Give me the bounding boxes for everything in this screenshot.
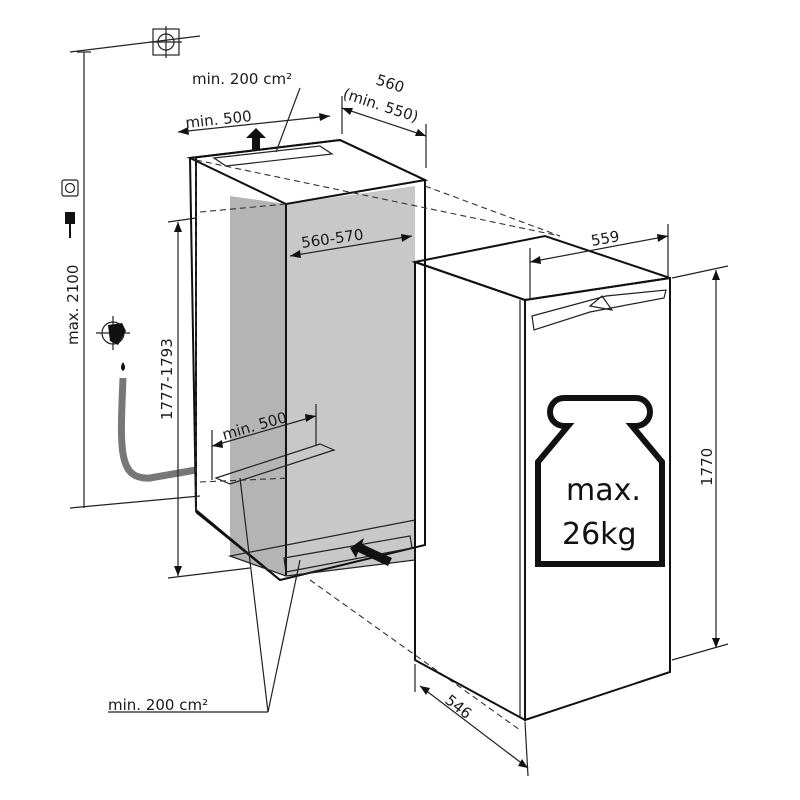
top-vent-depth-label: min. 500 bbox=[185, 107, 253, 132]
water-connection-icon bbox=[96, 316, 130, 371]
bottom-vent-leader bbox=[239, 477, 269, 713]
appliance-width-label: 559 bbox=[590, 227, 621, 250]
bottom-vent-area-label: min. 200 cm² bbox=[108, 696, 208, 714]
bottom-vent-depth-dimension bbox=[211, 404, 317, 480]
niche-depth-label: 560 bbox=[374, 71, 407, 97]
weight-label-line2: 26kg bbox=[562, 517, 637, 552]
niche-depth-dimension bbox=[341, 96, 427, 168]
airflow-arrow-icon bbox=[246, 128, 266, 150]
max-height-dimension bbox=[69, 51, 201, 509]
top-vent-depth-dimension bbox=[177, 113, 331, 135]
appliance-width-dimension bbox=[529, 224, 669, 300]
power-plug-icon bbox=[65, 212, 75, 238]
appliance-depth-label: 546 bbox=[442, 691, 476, 723]
plinth-vent-grille bbox=[283, 535, 413, 573]
airflow-arrow-icon bbox=[350, 538, 392, 566]
appliance-depth-dimension bbox=[414, 664, 529, 777]
appliance-vent-grille bbox=[531, 289, 667, 331]
weight-label-line1: max. bbox=[566, 473, 641, 508]
niche-height-dimension bbox=[167, 217, 251, 579]
cabinet-niche bbox=[186, 138, 429, 582]
top-vent-area-label: min. 200 cm² bbox=[192, 70, 292, 88]
max-height-label: max. 2100 bbox=[64, 265, 82, 345]
appliance bbox=[411, 234, 671, 722]
bottom-vent-slot bbox=[214, 443, 336, 485]
niche-width-dimension bbox=[289, 234, 413, 258]
power-socket-icon bbox=[61, 179, 79, 197]
cabinet-interior-back bbox=[286, 186, 415, 576]
top-vent-slot bbox=[212, 145, 334, 167]
weight-icon bbox=[535, 395, 665, 567]
appliance-height-label: 1770 bbox=[698, 448, 716, 486]
reference-line-top bbox=[69, 35, 201, 53]
niche-depth-min-label: (min. 550) bbox=[341, 85, 421, 126]
niche-height-label: 1777-1793 bbox=[158, 338, 176, 420]
top-vent-leader bbox=[275, 87, 301, 153]
water-hose bbox=[117, 377, 197, 482]
appliance-height-dimension bbox=[671, 265, 729, 661]
